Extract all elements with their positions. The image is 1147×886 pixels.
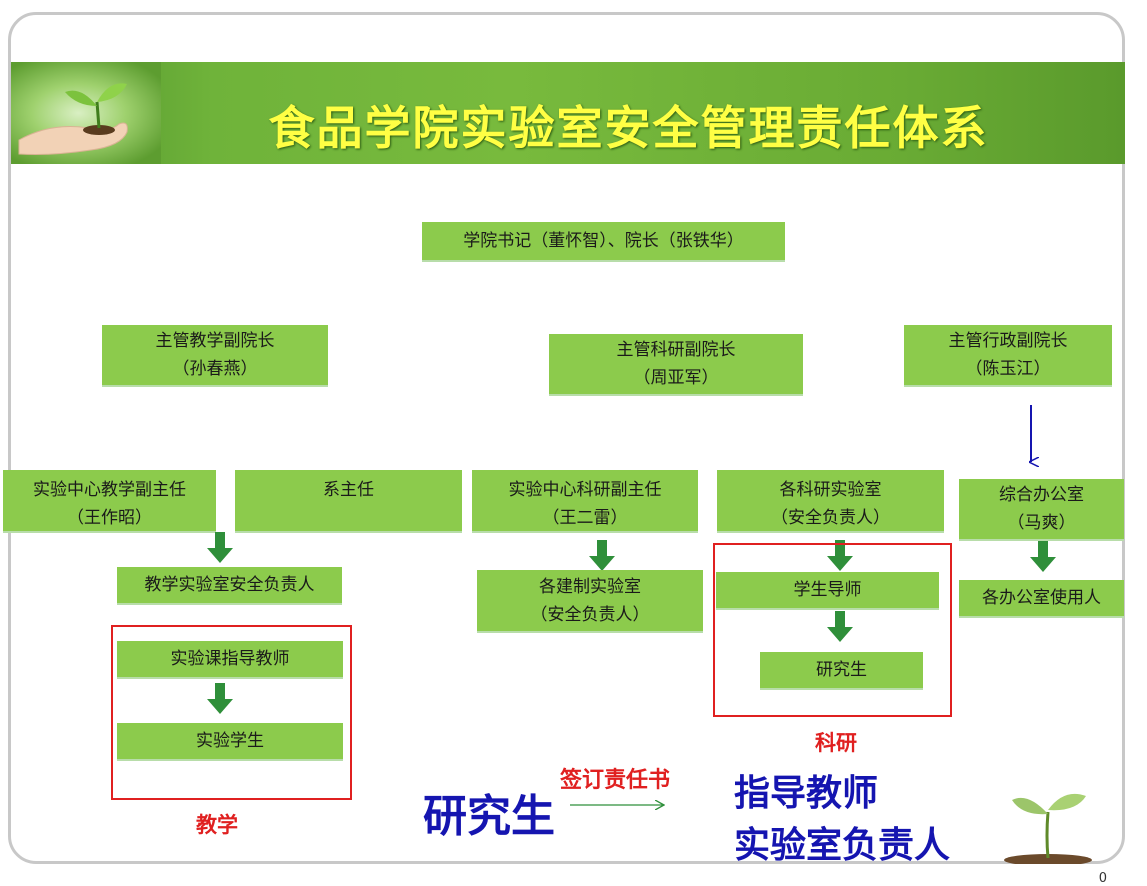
legend-to-lab-head: 实验室负责人 bbox=[734, 825, 951, 866]
office-box: 综合办公室 （马爽） bbox=[959, 479, 1124, 541]
office-title: 综合办公室 bbox=[999, 485, 1084, 505]
teach-deputy-box: 实验中心教学副主任 （王作昭） bbox=[3, 470, 216, 533]
vp-teaching-title: 主管教学副院长 bbox=[155, 331, 275, 351]
teaching-group-frame bbox=[111, 625, 352, 800]
student-advisor-box: 学生导师 bbox=[716, 572, 939, 610]
page-title: 食品学院实验室安全管理责任体系 bbox=[268, 101, 989, 155]
instructor-box: 实验课指导教师 bbox=[117, 641, 343, 679]
built-labs-box: 各建制实验室 （安全负责人） bbox=[477, 570, 703, 633]
down-arrow-icon bbox=[589, 540, 615, 571]
vp-research-title: 主管科研副院长 bbox=[616, 340, 736, 360]
lab-students-box: 实验学生 bbox=[117, 723, 343, 761]
page-number: 0 bbox=[1098, 871, 1107, 886]
seedling-icon bbox=[1004, 793, 1092, 864]
instructor-label: 实验课指导教师 bbox=[170, 649, 290, 669]
graduate-box: 研究生 bbox=[760, 652, 923, 690]
legend-from: 研究生 bbox=[423, 791, 555, 842]
vp-teaching-name: （孙春燕） bbox=[172, 359, 258, 379]
vp-admin-title: 主管行政副院长 bbox=[948, 331, 1068, 351]
teach-lab-safety-label: 教学实验室安全负责人 bbox=[144, 575, 315, 595]
research-group-label: 科研 bbox=[815, 731, 857, 755]
vp-research-box: 主管科研副院长 （周亚军） bbox=[549, 334, 803, 396]
lab-students-label: 实验学生 bbox=[196, 731, 264, 751]
teaching-group-label: 教学 bbox=[196, 813, 238, 837]
built-labs-title: 各建制实验室 bbox=[539, 576, 641, 597]
research-deputy-title: 实验中心科研副主任 bbox=[508, 480, 662, 500]
office-users-label: 各办公室使用人 bbox=[982, 588, 1101, 608]
legend-to-advisor: 指导教师 bbox=[734, 773, 879, 814]
dept-head-box: 系主任 bbox=[235, 470, 462, 533]
dept-head-title: 系主任 bbox=[323, 480, 374, 500]
teach-lab-safety-box: 教学实验室安全负责人 bbox=[117, 567, 342, 605]
office-users-box: 各办公室使用人 bbox=[959, 580, 1124, 618]
down-arrow-icon bbox=[827, 611, 853, 642]
built-labs-role: （安全负责人） bbox=[530, 604, 650, 625]
research-labs-title: 各科研实验室 bbox=[779, 480, 882, 500]
research-group-frame bbox=[713, 543, 952, 717]
title-banner bbox=[11, 62, 1125, 164]
vp-admin-box: 主管行政副院长 （陈玉江） bbox=[904, 325, 1112, 387]
down-arrow-icon bbox=[207, 532, 233, 563]
research-labs-box: 各科研实验室 （安全负责人） bbox=[717, 470, 944, 533]
seedling-hand-image bbox=[11, 62, 161, 164]
research-labs-role: （安全负责人） bbox=[771, 508, 890, 528]
down-arrow-icon bbox=[1030, 541, 1056, 572]
teach-deputy-title: 实验中心教学副主任 bbox=[33, 480, 186, 500]
legend-action: 签订责任书 bbox=[560, 768, 671, 793]
vp-research-name: （周亚军） bbox=[633, 368, 719, 388]
college-leaders-box: 学院书记（董怀智）、院长（张铁华） bbox=[422, 222, 785, 262]
vp-teaching-box: 主管教学副院长 （孙春燕） bbox=[102, 325, 328, 387]
college-leaders-label: 学院书记（董怀智）、院长（张铁华） bbox=[463, 231, 744, 251]
teach-deputy-name: （王作昭） bbox=[67, 508, 152, 528]
graduate-label: 研究生 bbox=[816, 660, 867, 680]
office-name: （马爽） bbox=[1007, 513, 1076, 533]
research-deputy-name: （王二雷） bbox=[542, 508, 628, 528]
student-advisor-label: 学生导师 bbox=[793, 580, 862, 600]
down-arrow-icon bbox=[827, 540, 853, 571]
vp-admin-name: （陈玉江） bbox=[965, 359, 1051, 379]
down-arrow-icon bbox=[207, 683, 233, 714]
research-deputy-box: 实验中心科研副主任 （王二雷） bbox=[472, 470, 698, 533]
